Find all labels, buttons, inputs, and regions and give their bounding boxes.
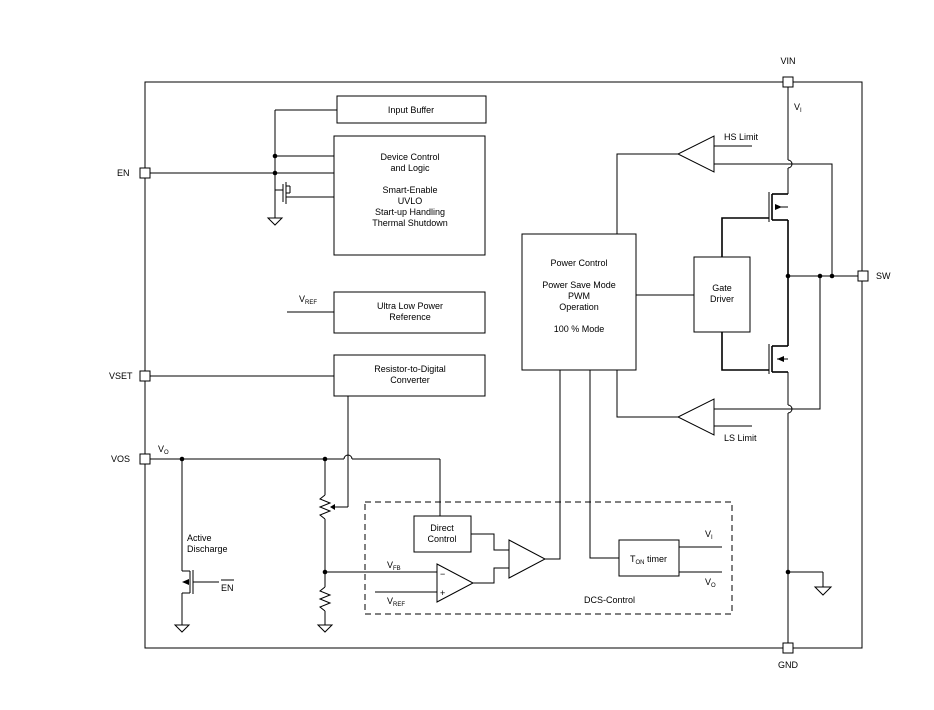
pin-sw-label: SW: [876, 271, 891, 281]
text-line: Power Save Mode: [542, 280, 616, 290]
input-buffer-block: [336, 95, 487, 124]
ls-limit-label: LS Limit: [724, 433, 757, 443]
ic-outline: [144, 81, 863, 649]
error-amplifier: [436, 563, 475, 603]
text-line: Gate: [712, 283, 732, 293]
text-line: Operation: [559, 302, 599, 312]
text-line: 100 % Mode: [554, 324, 605, 334]
pin-en-pad: [139, 167, 151, 179]
pin-gnd: GND: [778, 642, 799, 670]
vi-rail-label: VI: [794, 102, 802, 114]
pin-vset-label: VSET: [109, 371, 133, 381]
power-stage: VI HS Limit: [616, 87, 858, 643]
pin-en: EN: [117, 167, 151, 179]
text-line: Power Control: [550, 258, 607, 268]
r2d-block: [333, 354, 486, 397]
dcs-control-region: [364, 501, 733, 615]
input-buffer-text: Input Buffer: [388, 105, 434, 115]
text-line: Driver: [710, 294, 734, 304]
pin-en-label: EN: [117, 168, 130, 178]
pin-vos-label: VOS: [111, 454, 130, 464]
text-line: Device Control: [380, 152, 439, 162]
direct-control-block: [413, 515, 472, 553]
vref-input-label: VREF: [299, 294, 317, 306]
ton-vo-label: VO: [705, 577, 716, 589]
vref-dcs-label: VREF: [387, 596, 405, 608]
text-line: Active: [187, 533, 212, 543]
pin-gnd-label: GND: [778, 660, 799, 670]
vo-node-label: VO: [158, 444, 169, 456]
ton-timer-text: TON timer: [630, 554, 667, 566]
text-line: and Logic: [390, 163, 430, 173]
text-line: Input Buffer: [388, 105, 434, 115]
dcs-comparator: [508, 539, 547, 579]
ton-vi-label: VI: [705, 529, 713, 541]
pin-sw: SW: [857, 270, 891, 282]
pin-sw-pad: [857, 270, 869, 282]
ton-timer-block: [618, 539, 680, 577]
en-bar-label: EN: [221, 583, 234, 593]
pin-vin-label: VIN: [780, 56, 795, 66]
pin-vin: VIN: [780, 56, 796, 88]
pin-vos-pad: [139, 453, 151, 465]
text-line: Discharge: [187, 544, 228, 554]
text-line: PWM: [568, 291, 590, 301]
en-section: [150, 109, 337, 226]
pin-gnd-pad: [782, 642, 794, 654]
amp-minus: −: [440, 569, 445, 579]
text-line: UVLO: [398, 196, 423, 206]
ls-limit-comparator: [676, 398, 715, 436]
pin-vos: VOS: [111, 453, 151, 465]
text-line: Direct: [430, 523, 454, 533]
hs-limit-comparator: [676, 135, 715, 173]
dcs-control-label: DCS-Control: [584, 595, 635, 605]
vos-network: VO: [150, 396, 441, 633]
pin-vset-pad: [139, 370, 151, 382]
power-control-block: [521, 233, 637, 371]
text-line: Smart-Enable: [382, 185, 437, 195]
text-line: Resistor-to-Digital: [374, 364, 446, 374]
vfb-label: VFB: [387, 560, 401, 572]
hs-limit-label: HS Limit: [724, 132, 759, 142]
text-line: Start-up Handling: [375, 207, 445, 217]
amp-plus: +: [440, 588, 445, 598]
text-line: Reference: [389, 312, 431, 322]
text-line: Converter: [390, 375, 430, 385]
text-line: Control: [427, 534, 456, 544]
text-line: Ultra Low Power: [377, 301, 443, 311]
pin-vset: VSET: [109, 370, 151, 382]
device-control-block: [333, 135, 486, 256]
text-line: Thermal Shutdown: [372, 218, 448, 228]
pin-vin-pad: [782, 76, 794, 88]
